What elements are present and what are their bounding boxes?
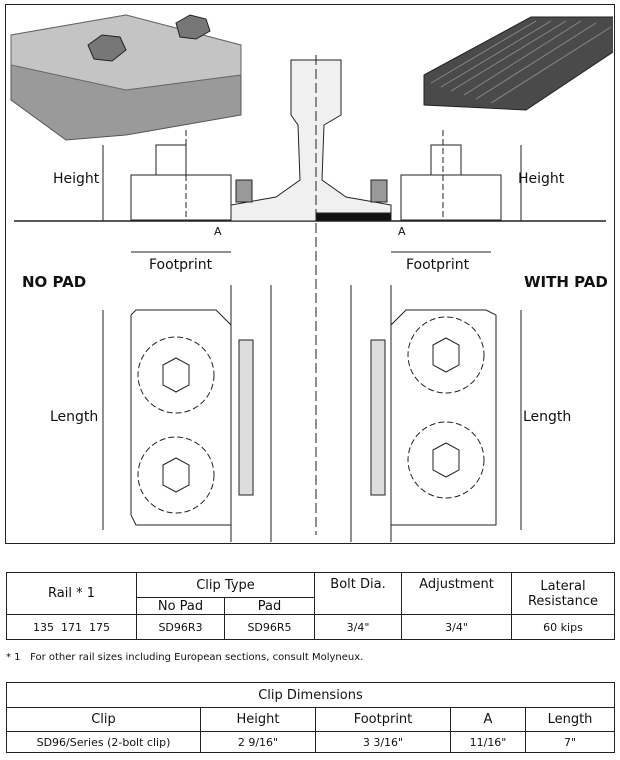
right-length-label: Length [523,409,572,425]
a-cell: 11/16" [450,731,526,753]
adjustment-cell: 3/4" [401,614,512,640]
clip-type-header: Clip Type [136,572,315,598]
height-header: Height [200,707,316,732]
right-a-label: A [398,225,406,238]
left-height-label: Height [53,171,100,187]
right-footprint-label: Footprint [406,257,470,273]
clip-dimensions-title: Clip Dimensions [6,682,615,708]
bolt-dia-header: Bolt Dia. [314,572,402,615]
footnote: * 1 For other rail sizes including Europ… [6,652,364,663]
with-pad-label: WITH PAD [524,273,608,291]
clip-cell: SD96/Series (2-bolt clip) [6,731,201,753]
lateral-resistance-cell: 60 kips [511,614,615,640]
length-header: Length [525,707,615,732]
adjustment-header: Adjustment [401,572,512,615]
footprint-header: Footprint [315,707,451,732]
technical-drawing: Height Height A A Footprint Footprint NO… [5,4,615,544]
rail-cell: 135 171 175 [6,614,137,640]
right-height-label: Height [518,171,565,187]
clip-photo [10,14,242,141]
clip-drawing-graphic [10,14,613,542]
pad-header: Pad [224,597,315,615]
table-row: 135 171 175 SD96R3 SD96R5 3/4" 3/4" 60 k… [6,614,615,640]
bolt-dia-cell: 3/4" [314,614,402,640]
left-a-label: A [214,225,222,238]
table-row: SD96/Series (2-bolt clip) 2 9/16" 3 3/16… [6,731,615,753]
length-cell: 7" [525,731,615,753]
spec-table: Rail * 1 Clip Type Bolt Dia. Adjustment … [6,572,615,640]
no-pad-header: No Pad [136,597,225,615]
left-footprint-label: Footprint [149,257,213,273]
height-cell: 2 9/16" [200,731,316,753]
pad-cell: SD96R5 [224,614,315,640]
lateral-resistance-header: Lateral Resistance [511,572,615,615]
no-pad-cell: SD96R3 [136,614,225,640]
clip-header: Clip [6,707,201,732]
clip-dimensions-table: Clip Dimensions Clip Height Footprint A … [6,682,615,753]
footprint-cell: 3 3/16" [315,731,451,753]
rail-header: Rail * 1 [6,572,137,615]
no-pad-label: NO PAD [22,273,87,291]
left-length-label: Length [50,409,99,425]
pad-photo [423,16,613,111]
a-header: A [450,707,526,732]
